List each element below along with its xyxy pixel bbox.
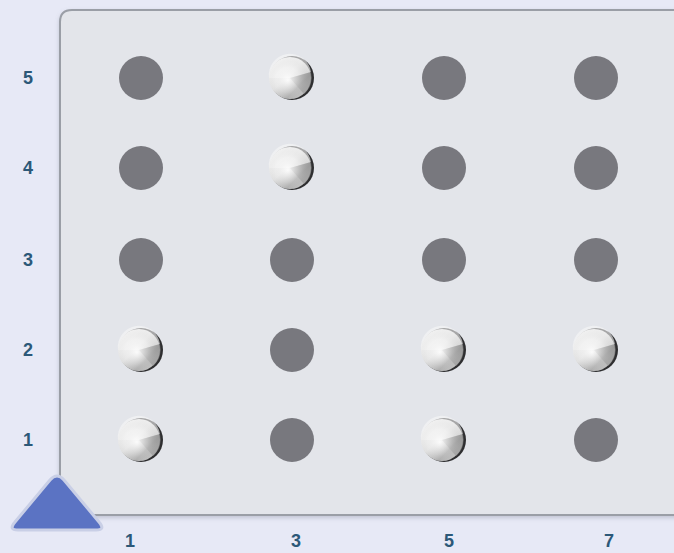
corner-triangle [12,476,102,530]
row-number: 2 [23,341,33,359]
column-number: 7 [604,532,614,550]
column-number: 1 [125,532,135,550]
row-number: 4 [23,159,33,177]
column-number: 3 [291,532,301,550]
row-number: 3 [23,251,33,269]
empty-holes [119,56,618,462]
row-number: 1 [23,431,33,449]
column-number: 5 [444,532,454,550]
row-number: 5 [23,69,33,87]
board-panel [60,10,674,515]
pegs [118,54,618,462]
